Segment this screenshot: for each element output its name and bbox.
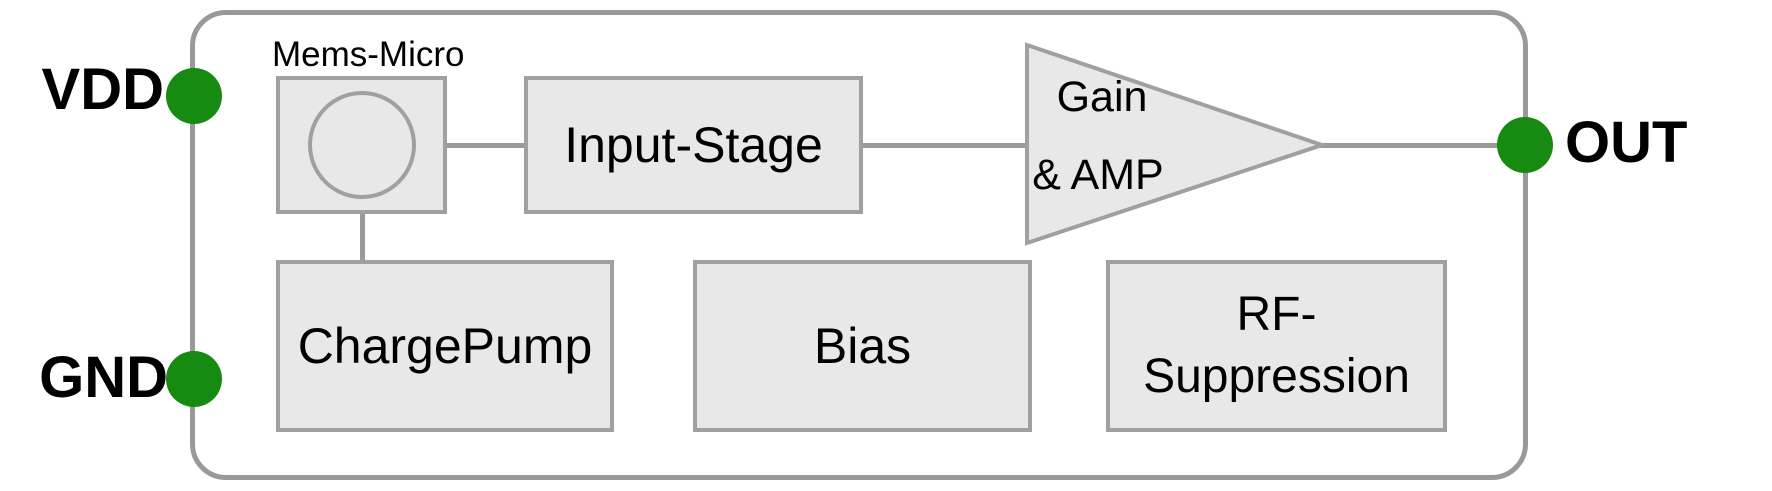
wire-mems-to-inputstage (443, 143, 528, 148)
chip-outline (190, 10, 1528, 480)
mems-micro-caption: Mems-Micro (272, 35, 465, 74)
input-stage-block: Input-Stage (524, 76, 863, 214)
amp-label-line1: Gain (1056, 73, 1148, 121)
gnd-pin-label: GND (39, 345, 168, 410)
bias-block: Bias (693, 260, 1032, 432)
rf-suppression-line1: RF- (1236, 288, 1317, 341)
amp-triangle-icon (1025, 42, 1327, 246)
vdd-pin-label: VDD (41, 57, 164, 122)
input-stage-label: Input-Stage (564, 117, 823, 173)
wire-mems-to-chargepump (360, 208, 365, 264)
wire-inputstage-to-amp (859, 143, 1031, 148)
rf-suppression-line2: Suppression (1143, 350, 1410, 403)
vdd-pin-dot (166, 68, 222, 124)
rf-suppression-block: RF- Suppression (1106, 260, 1447, 432)
amp-label-line2: & AMP (1032, 151, 1164, 199)
mems-membrane-circle-icon (307, 91, 416, 199)
gnd-pin-dot (166, 351, 222, 407)
mems-micro-block (276, 76, 447, 214)
charge-pump-block: ChargePump (276, 260, 614, 432)
charge-pump-label: ChargePump (297, 318, 593, 374)
wire-amp-to-out-pin (1318, 143, 1525, 148)
bias-label: Bias (813, 318, 912, 374)
out-pin-dot (1497, 117, 1553, 173)
rf-suppression-label: RF- Suppression (1143, 284, 1410, 408)
out-pin-label: OUT (1565, 110, 1688, 175)
